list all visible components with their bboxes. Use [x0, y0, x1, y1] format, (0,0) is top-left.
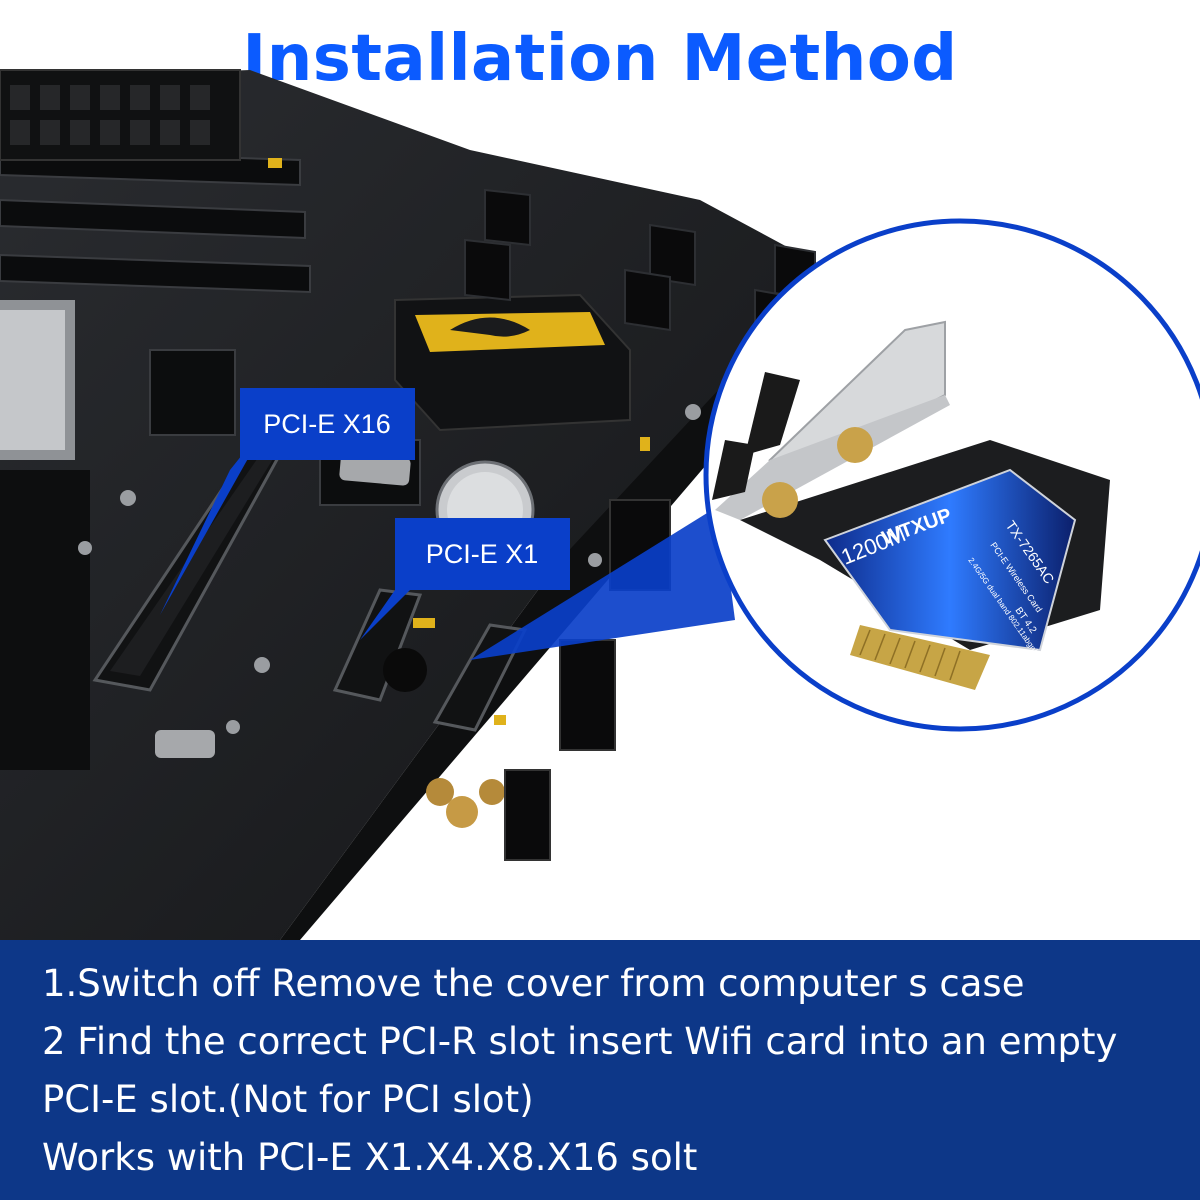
zoom-pointer — [470, 505, 735, 660]
wifi-card-zoom: WTXUP 1200M TX-7265AC PCI-E Wireless Car… — [703, 218, 1200, 732]
instruction-line-1: 1.Switch off Remove the cover from compu… — [42, 962, 1025, 1005]
callout-x16: PCI-E X16 — [160, 388, 415, 615]
callout-x16-label: PCI-E X16 — [263, 409, 391, 439]
page-title: Installation Method — [242, 22, 958, 96]
instruction-line-3: PCI-E slot.(Not for PCI slot) — [42, 1078, 534, 1121]
instruction-line-2: 2 Find the correct PCI-R slot insert Wif… — [42, 1020, 1118, 1063]
instructions-banner: 1.Switch off Remove the cover from compu… — [0, 940, 1200, 1200]
motherboard — [0, 69, 830, 940]
callout-x1: PCI-E X1 — [360, 518, 570, 640]
instruction-line-4: Works with PCI-E X1.X4.X8.X16 solt — [42, 1136, 698, 1179]
motherboard-photo: PCI-E X16 PCI-E X1 WTXUP 1200M TX — [0, 69, 1200, 940]
callout-x1-label: PCI-E X1 — [426, 539, 539, 569]
